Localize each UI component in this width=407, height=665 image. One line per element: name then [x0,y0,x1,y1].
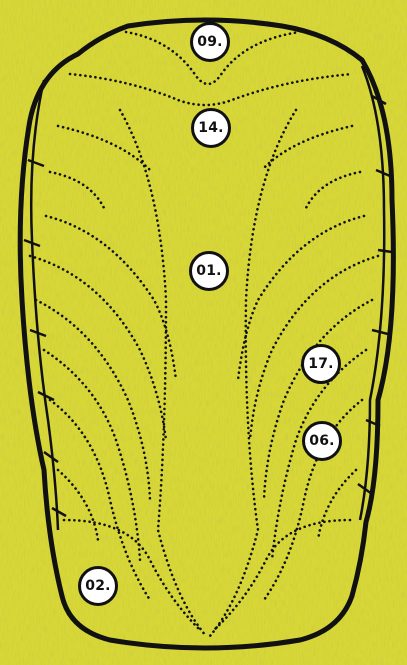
marker-02: 02. [78,566,118,606]
marker-17: 17. [301,344,341,384]
marker-09: 09. [190,22,230,62]
marker-06: 06. [302,421,342,461]
marker-14: 14. [191,108,231,148]
marker-01: 01. [189,251,229,291]
